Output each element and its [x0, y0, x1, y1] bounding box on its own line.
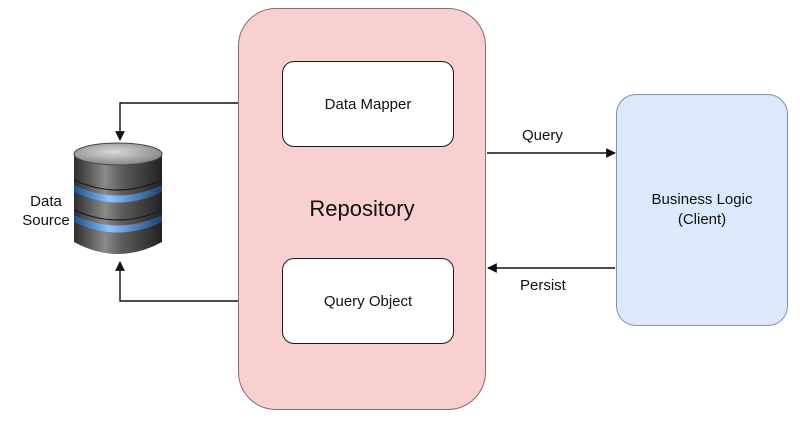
- business-logic-label: Business Logic (Client): [652, 190, 753, 230]
- business-logic-box: Business Logic (Client): [616, 94, 788, 326]
- business-logic-line1: Business Logic: [651, 191, 753, 208]
- data-mapper-label: Data Mapper: [324, 95, 412, 113]
- data-source-label: Data Source: [14, 192, 78, 230]
- database-icon: [73, 142, 163, 254]
- datasource-to-queryobject-arrow: [115, 261, 283, 306]
- query-label: Query: [522, 127, 563, 144]
- data-source-line2: Source: [22, 212, 70, 229]
- persist-label: Persist: [520, 277, 566, 294]
- query-object-box: Query Object: [282, 258, 454, 344]
- data-mapper-box: Data Mapper: [282, 61, 454, 147]
- repository-label: Repository: [309, 196, 415, 221]
- query-object-label: Query Object: [323, 292, 413, 310]
- data-source-line1: Data: [30, 193, 62, 210]
- datasource-to-datamapper-arrow: [115, 98, 283, 141]
- business-logic-line2: (Client): [677, 211, 727, 228]
